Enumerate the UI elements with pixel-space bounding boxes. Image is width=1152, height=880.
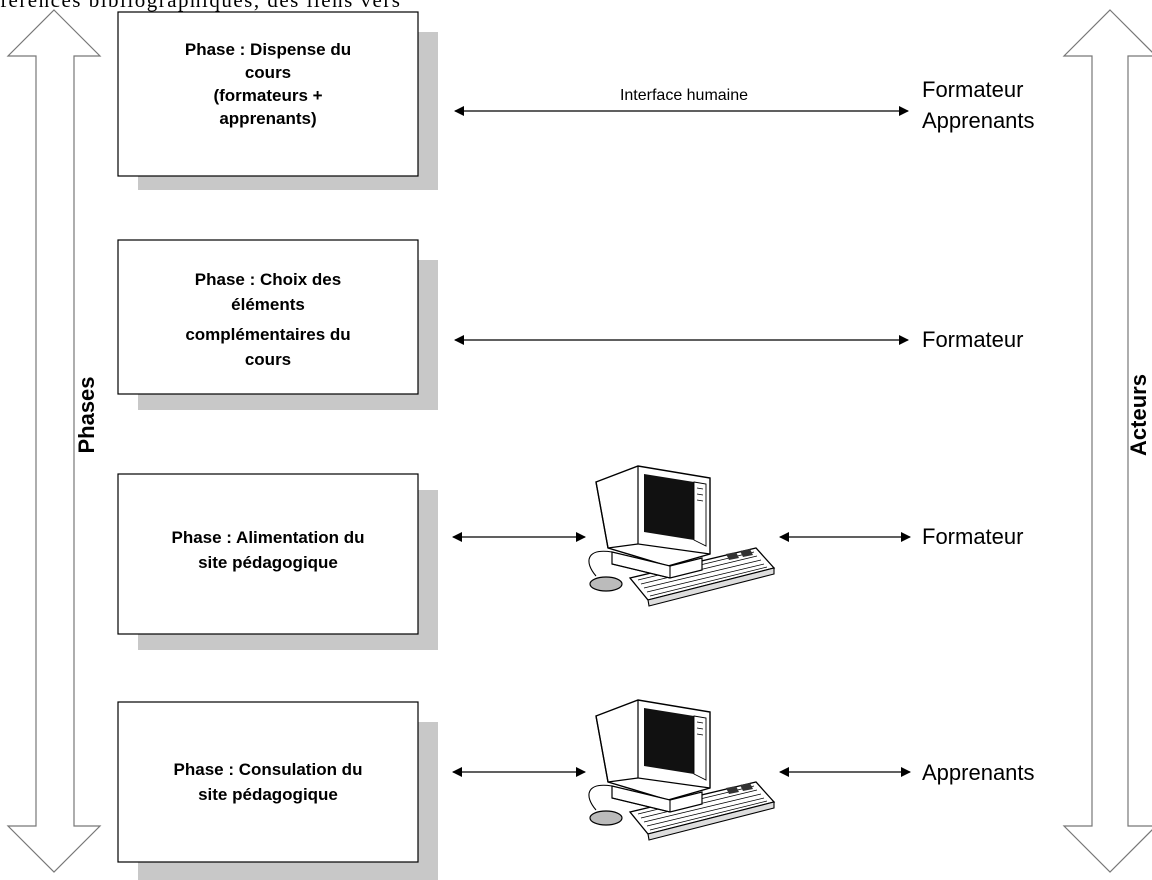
left-phases-axis-arrow [6, 9, 102, 873]
header-text-fragment: férences bibliographiques, des liens ver… [0, 0, 402, 12]
phase-2-line-1: Phase : Choix des [195, 270, 341, 289]
phase-3-line-1: Phase : Alimentation du [171, 528, 364, 547]
phase-3-line-2: site pédagogique [198, 553, 338, 572]
link-1-label: Interface humaine [620, 87, 748, 104]
actor-4-label: Apprenants [922, 760, 1035, 785]
phase-1-line-2: cours [245, 63, 291, 82]
computer-icon [588, 699, 775, 841]
actor-2-label: Formateur [922, 327, 1023, 352]
phase-box-1 [117, 11, 419, 177]
phase-1-line-3: (formateurs + [213, 86, 322, 105]
phase-4-line-1: Phase : Consulation du [174, 760, 363, 779]
actor-3-label: Formateur [922, 524, 1023, 549]
right-axis-label: Acteurs [1126, 374, 1151, 456]
phase-2-line-4: cours [245, 350, 291, 369]
phase-4-line-2: site pédagogique [198, 785, 338, 804]
actor-1-line-1: Formateur [922, 77, 1023, 102]
phase-2-line-3: complémentaires du [185, 325, 350, 344]
left-axis-label: Phases [74, 376, 99, 453]
phase-2-line-2: éléments [231, 295, 305, 314]
right-actors-axis-arrow [1062, 9, 1152, 873]
phase-box-3 [117, 473, 419, 635]
phase-1-line-1: Phase : Dispense du [185, 40, 351, 59]
actor-1-line-2: Apprenants [922, 108, 1035, 133]
computer-icon [588, 465, 775, 607]
phase-box-2 [117, 239, 419, 395]
phase-1-line-4: apprenants) [219, 109, 316, 128]
phase-box-4 [117, 701, 419, 863]
